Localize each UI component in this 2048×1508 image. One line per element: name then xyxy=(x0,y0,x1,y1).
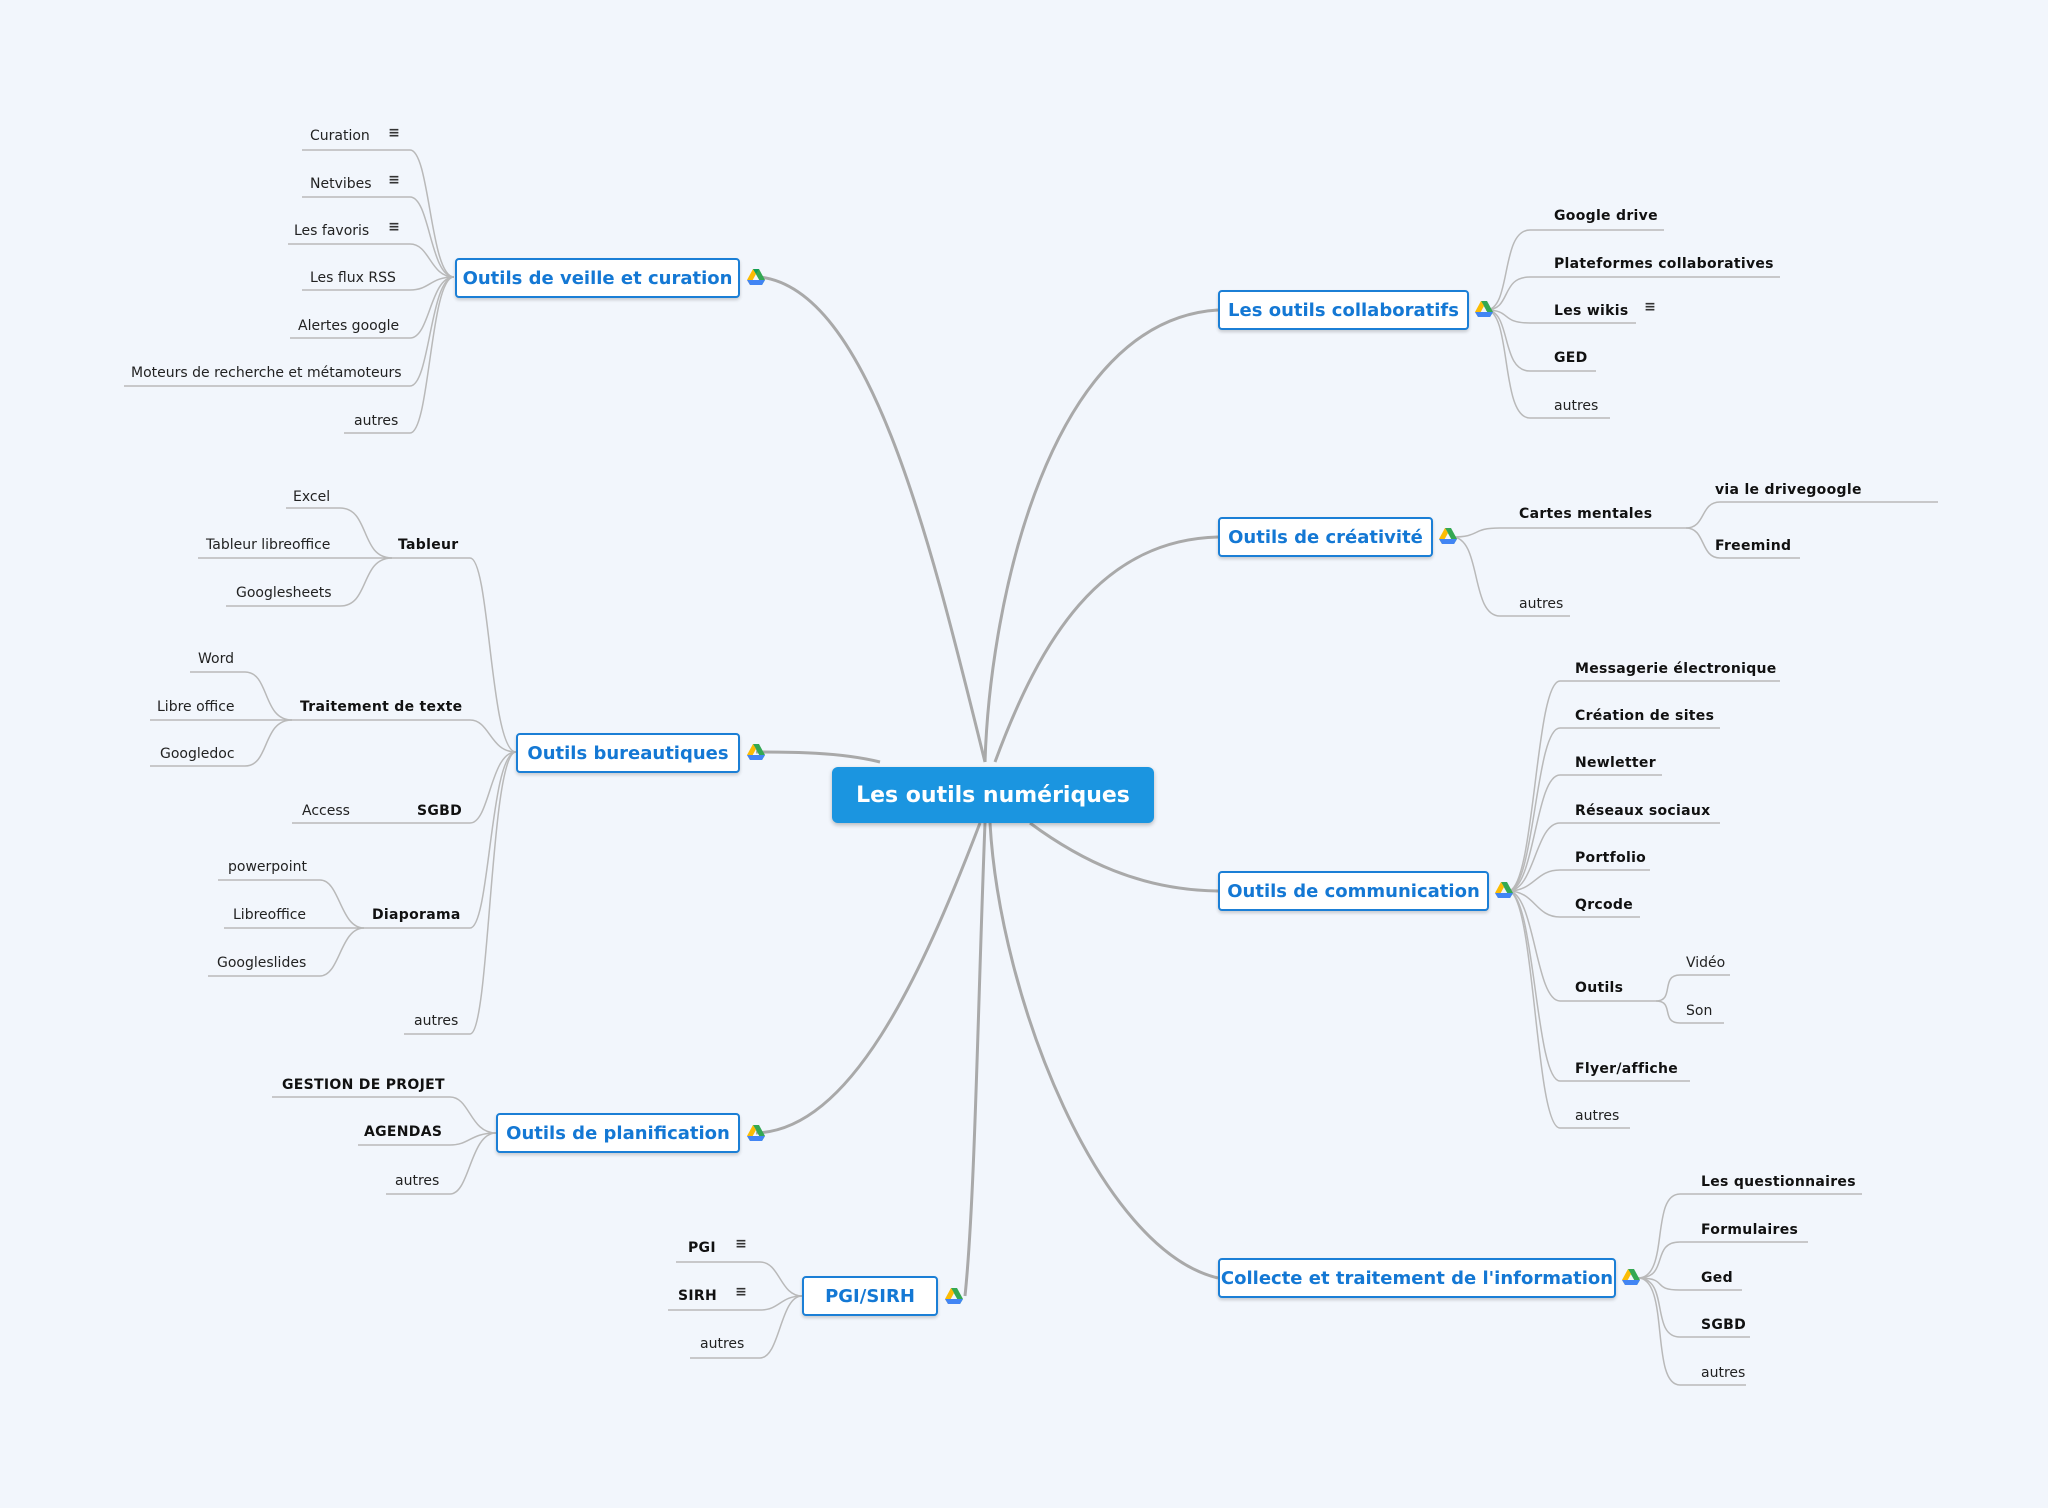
drive-icon[interactable] xyxy=(746,743,766,761)
leaf-alertes-google[interactable]: Alertes google xyxy=(298,318,400,334)
leaf-googledoc[interactable]: Googledoc xyxy=(160,746,235,762)
leaf-plateformes[interactable]: Plateformes collaboratives xyxy=(1554,256,1774,272)
leaf-newletter[interactable]: Newletter xyxy=(1575,755,1656,771)
leaf-formulaires[interactable]: Formulaires xyxy=(1701,1222,1799,1238)
leaf-sgbd[interactable]: SGBD xyxy=(1701,1317,1747,1333)
leaf-portfolio[interactable]: Portfolio xyxy=(1575,850,1647,866)
leaf-questionnaires[interactable]: Les questionnaires xyxy=(1701,1174,1856,1190)
leaf-gestion-projet[interactable]: GESTION DE PROJET xyxy=(282,1077,445,1093)
drive-icon[interactable] xyxy=(1438,527,1458,545)
leaf-reseaux-sociaux[interactable]: Réseaux sociaux xyxy=(1575,803,1711,819)
leaf-autres[interactable]: autres xyxy=(414,1013,459,1029)
branch-collaboratifs[interactable]: Les outils collaboratifs xyxy=(1218,290,1469,330)
leaf-traitement-texte[interactable]: Traitement de texte xyxy=(300,699,463,715)
central-topic[interactable]: Les outils numériques xyxy=(832,767,1154,823)
leaf-autres[interactable]: autres xyxy=(395,1173,440,1189)
leaf-excel[interactable]: Excel xyxy=(293,489,331,505)
leaf-creation-sites[interactable]: Création de sites xyxy=(1575,708,1715,724)
leaf-moteurs[interactable]: Moteurs de recherche et métamoteurs xyxy=(131,365,402,381)
leaf-outils[interactable]: Outils xyxy=(1575,980,1624,996)
drive-icon[interactable] xyxy=(746,268,766,286)
leaf-autres[interactable]: autres xyxy=(700,1336,745,1352)
drive-icon[interactable] xyxy=(944,1287,964,1305)
leaf-messagerie[interactable]: Messagerie électronique xyxy=(1575,661,1777,677)
leaf-libre-office[interactable]: Libre office xyxy=(157,699,235,715)
leaf-video[interactable]: Vidéo xyxy=(1686,955,1726,971)
leaf-cartes-mentales[interactable]: Cartes mentales xyxy=(1519,506,1653,522)
leaf-qrcode[interactable]: Qrcode xyxy=(1575,897,1634,913)
branch-communication[interactable]: Outils de communication xyxy=(1218,871,1489,911)
note-icon[interactable]: ≡ xyxy=(1644,299,1656,315)
leaf-pgi[interactable]: PGI xyxy=(688,1240,716,1256)
branch-planification[interactable]: Outils de planification xyxy=(496,1113,740,1153)
leaf-ged[interactable]: GED xyxy=(1554,350,1588,366)
leaf-powerpoint[interactable]: powerpoint xyxy=(228,859,307,875)
leaf-sgbd[interactable]: SGBD xyxy=(417,803,463,819)
leaf-autres[interactable]: autres xyxy=(1554,398,1599,414)
leaf-diaporama[interactable]: Diaporama xyxy=(372,907,461,923)
leaf-autres[interactable]: autres xyxy=(1519,596,1564,612)
leaf-autres[interactable]: autres xyxy=(1575,1108,1620,1124)
branch-bureautiques[interactable]: Outils bureautiques xyxy=(516,733,740,773)
leaf-googlesheets[interactable]: Googlesheets xyxy=(236,585,332,601)
leaf-libreoffice[interactable]: Libreoffice xyxy=(233,907,307,923)
leaf-access[interactable]: Access xyxy=(302,803,350,819)
note-icon[interactable]: ≡ xyxy=(388,219,400,235)
note-icon[interactable]: ≡ xyxy=(388,172,400,188)
note-icon[interactable]: ≡ xyxy=(388,125,400,141)
leaf-agendas[interactable]: AGENDAS xyxy=(364,1124,443,1140)
leaf-via-drivegoogle[interactable]: via le drivegoogle xyxy=(1715,482,1862,498)
leaf-ged[interactable]: Ged xyxy=(1701,1270,1733,1286)
branch-creativite[interactable]: Outils de créativité xyxy=(1218,517,1433,557)
note-icon[interactable]: ≡ xyxy=(735,1284,747,1300)
leaf-flyer[interactable]: Flyer/affiche xyxy=(1575,1061,1679,1077)
leaf-autres[interactable]: autres xyxy=(1701,1365,1746,1381)
leaf-son[interactable]: Son xyxy=(1686,1003,1713,1019)
leaf-tableur-libreoffice[interactable]: Tableur libreoffice xyxy=(206,537,331,553)
leaf-google-drive[interactable]: Google drive xyxy=(1554,208,1658,224)
leaf-wikis[interactable]: Les wikis xyxy=(1554,303,1629,319)
branch-veille-curation[interactable]: Outils de veille et curation xyxy=(455,258,740,298)
leaf-freemind[interactable]: Freemind xyxy=(1715,538,1792,554)
drive-icon[interactable] xyxy=(1621,1268,1641,1286)
leaf-googleslides[interactable]: Googleslides xyxy=(217,955,307,971)
leaf-sirh[interactable]: SIRH xyxy=(678,1288,717,1304)
drive-icon[interactable] xyxy=(746,1124,766,1142)
note-icon[interactable]: ≡ xyxy=(735,1236,747,1252)
leaf-autres[interactable]: autres xyxy=(354,413,399,429)
leaf-flux-rss[interactable]: Les flux RSS xyxy=(310,270,396,286)
drive-icon[interactable] xyxy=(1474,300,1494,318)
branch-pgi-sirh[interactable]: PGI/SIRH xyxy=(802,1276,938,1316)
leaf-tableur[interactable]: Tableur xyxy=(398,537,459,553)
branch-collecte[interactable]: Collecte et traitement de l'information xyxy=(1218,1258,1616,1298)
leaf-netvibes[interactable]: Netvibes xyxy=(310,176,372,192)
leaf-curation[interactable]: Curation xyxy=(310,128,370,144)
leaf-favoris[interactable]: Les favoris xyxy=(294,223,370,239)
drive-icon[interactable] xyxy=(1494,881,1514,899)
leaf-word[interactable]: Word xyxy=(198,651,234,667)
